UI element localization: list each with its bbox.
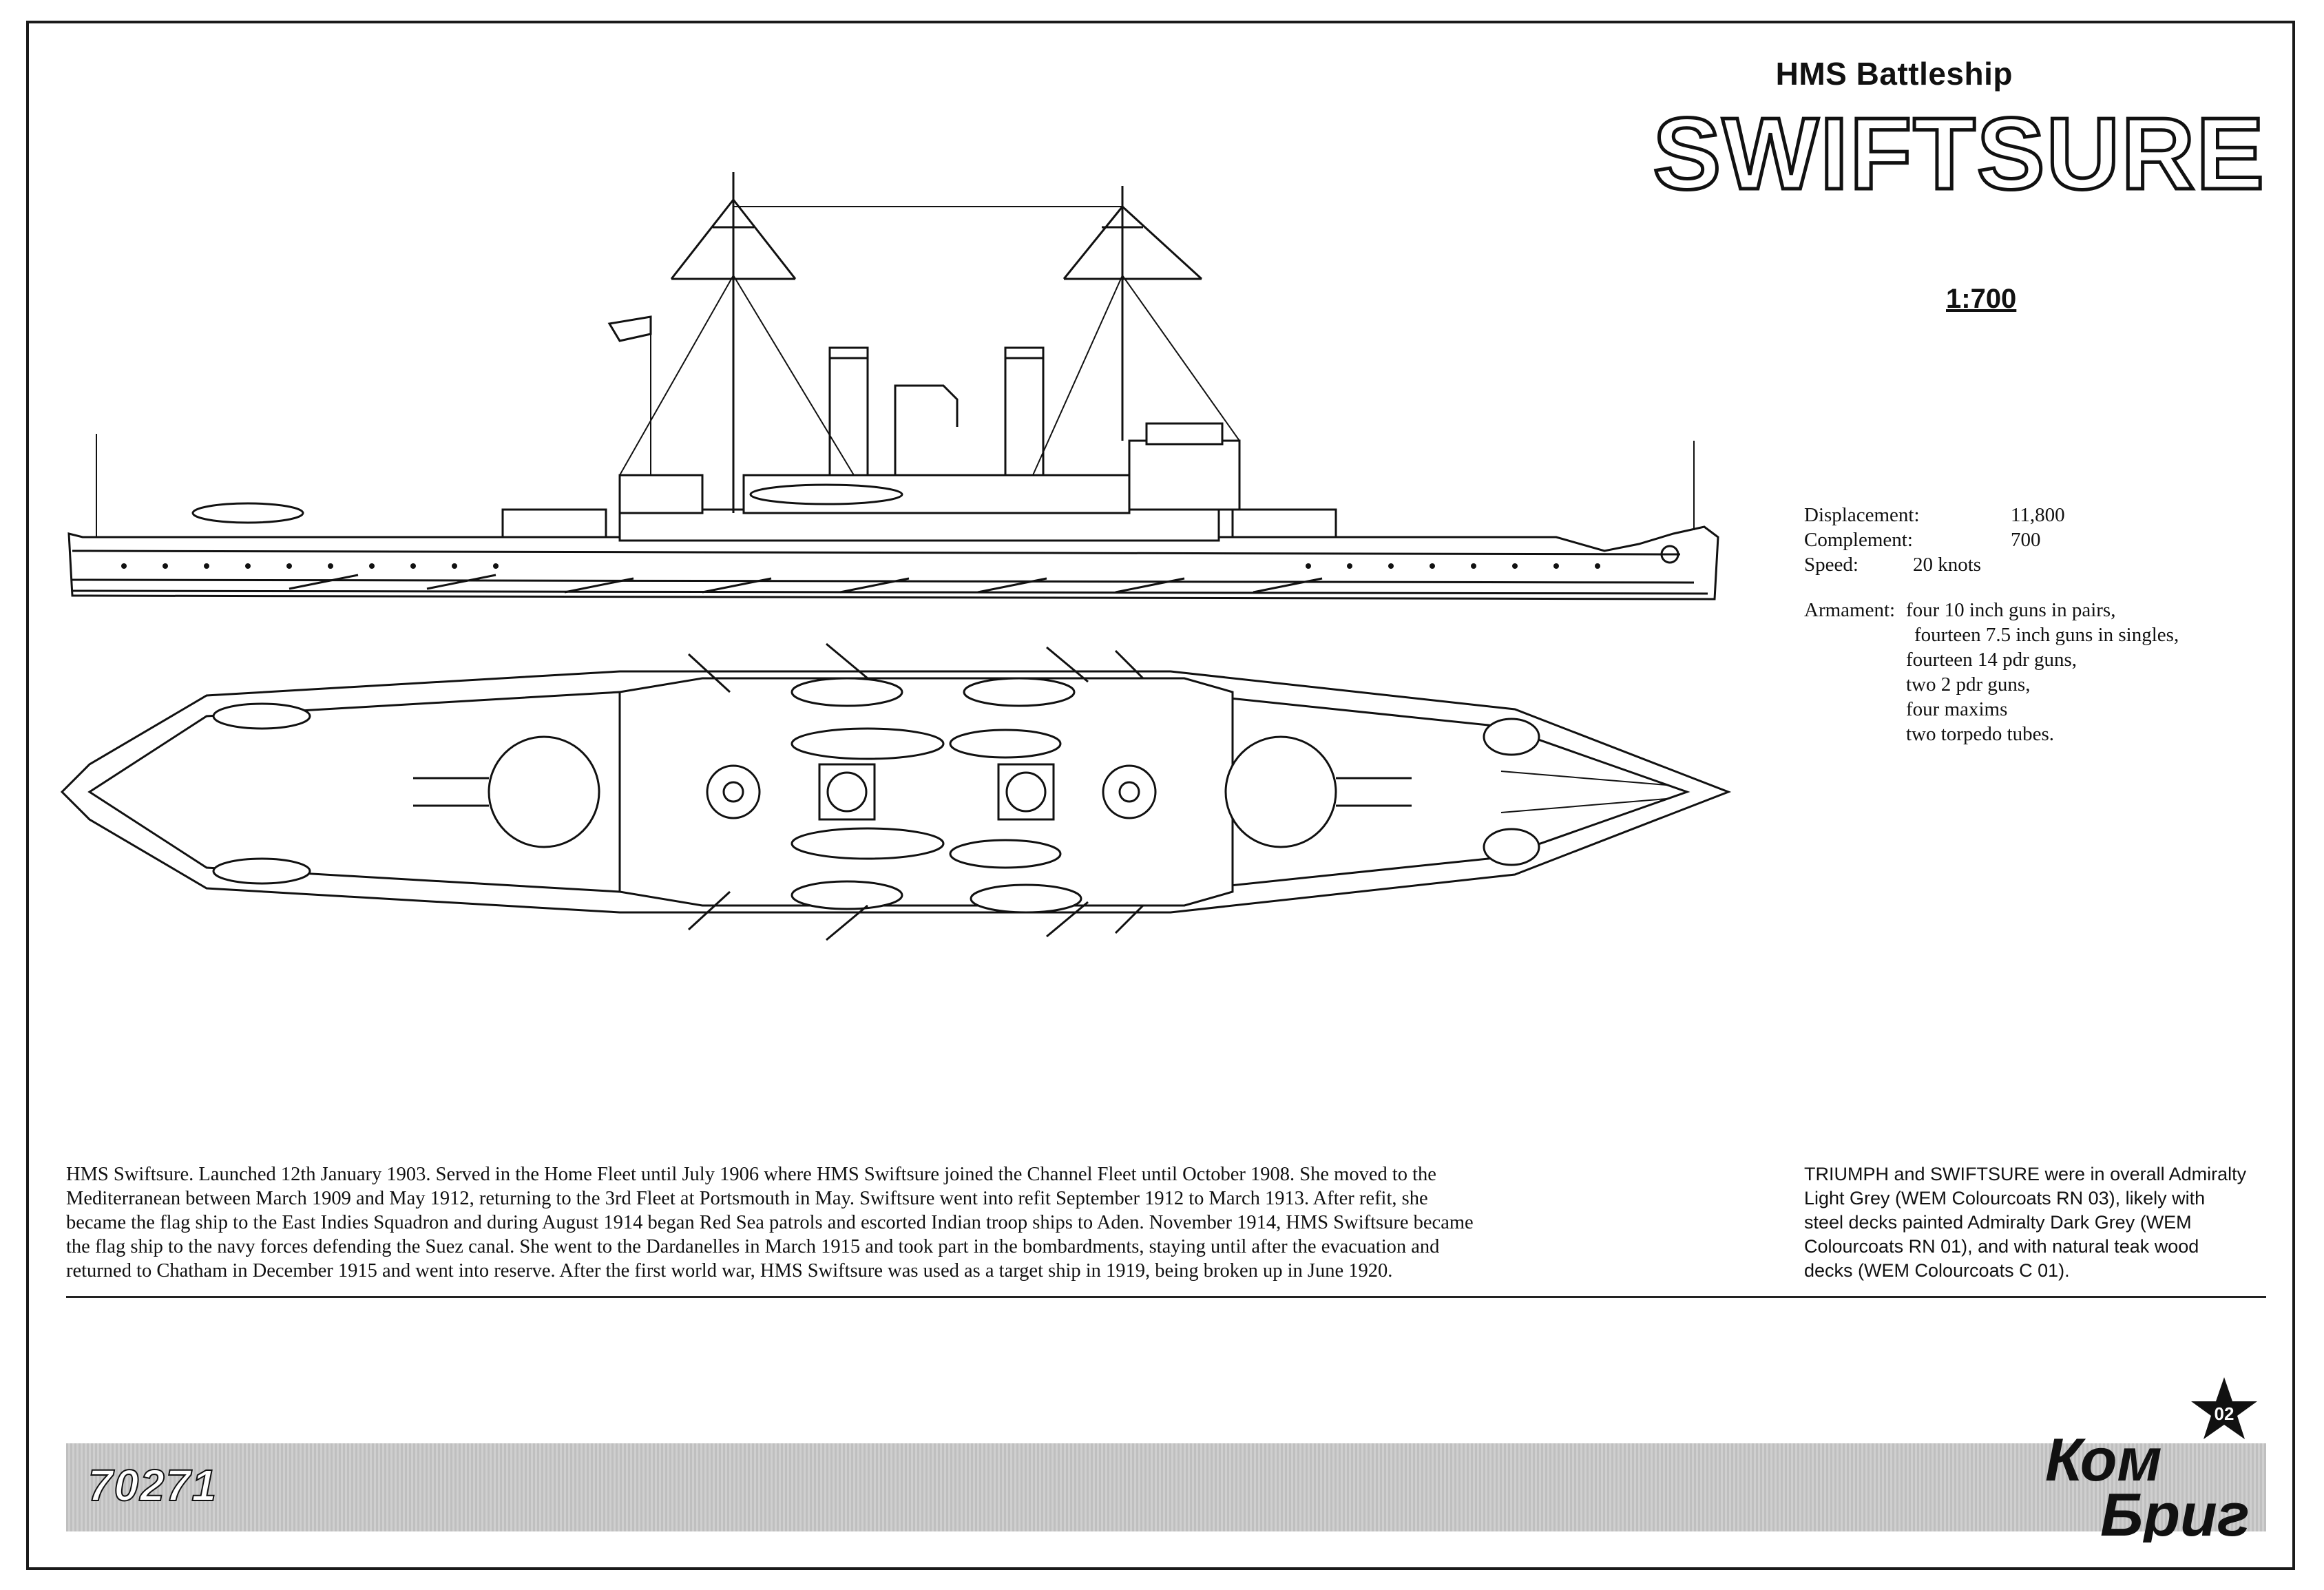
ship-drawings — [60, 172, 1732, 941]
ship-name-title: SWIFTSURE — [1651, 97, 2266, 211]
plan-view — [60, 642, 1732, 941]
kombrig-logo: 02 Ком Бриг — [2045, 1377, 2257, 1542]
divider-rule — [66, 1296, 2266, 1298]
aft-bridge — [618, 474, 704, 514]
spec-armament: Armament: four 10 inch guns in pairs, fo… — [1804, 598, 2179, 746]
armament-item: fourteen 14 pdr guns, — [1906, 649, 2077, 671]
aft-turret — [501, 508, 607, 538]
aft-funnel — [828, 346, 869, 477]
speed-value: 20 knots — [1913, 554, 1982, 576]
star-icon — [2191, 1377, 2257, 1439]
colour-line: decks (WEM Colourcoats C 01). — [1804, 1260, 2070, 1281]
bow-anchor — [1660, 545, 1679, 564]
armament-item: two torpedo tubes. — [1906, 723, 2055, 745]
colour-line: Light Grey (WEM Colourcoats RN 03), like… — [1804, 1188, 2206, 1209]
spec-complement: Complement: 700 — [1804, 527, 2179, 552]
armament-list: four 10 inch guns in pairs, fourteen 7.5… — [1906, 598, 2179, 746]
armament-item: fourteen 7.5 inch guns in singles, — [1914, 624, 2179, 646]
displacement-label: Displacement: — [1804, 504, 1920, 526]
spec-speed: Speed: 20 knots — [1804, 552, 2179, 577]
colour-line: Colourcoats RN 01), and with natural tea… — [1804, 1236, 2199, 1257]
main-mast-top — [706, 764, 761, 819]
aft-turret-plan — [488, 735, 600, 848]
ship-boats — [212, 677, 1540, 914]
complement-value: 700 — [2011, 529, 2041, 551]
footer-band — [66, 1443, 2266, 1531]
spec-displacement: Displacement: 11,800 — [1804, 503, 2179, 527]
colour-line: steel decks painted Admiralty Dark Grey … — [1804, 1212, 2192, 1233]
paint-scheme-notes: TRIUMPH and SWIFTSURE were in overall Ad… — [1804, 1162, 2259, 1283]
armament-item: four maxims — [1906, 698, 2008, 720]
service-history: HMS Swiftsure. Launched 12th January 190… — [66, 1162, 1760, 1283]
history-line: returned to Chatham in December 1915 and… — [66, 1260, 1393, 1282]
displacement-value: 11,800 — [2011, 504, 2065, 526]
colour-line: TRIUMPH and SWIFTSURE were in overall Ad… — [1804, 1164, 2247, 1184]
portholes — [121, 563, 1600, 569]
history-line: became the flag ship to the East Indies … — [66, 1212, 1474, 1233]
fore-funnel — [1004, 346, 1045, 477]
fore-mast-top — [1102, 764, 1157, 819]
speed-label: Speed: — [1804, 554, 1859, 576]
ship-class-subtitle: HMS Battleship — [1775, 56, 2013, 92]
history-line: the flag ship to the navy forces defendi… — [66, 1236, 1440, 1257]
kit-number: 70271 — [87, 1460, 218, 1511]
scale-label: 1:700 — [1946, 284, 2017, 314]
armament-item: two 2 pdr guns, — [1906, 673, 2031, 695]
complement-label: Complement: — [1804, 529, 1913, 551]
fore-bridge — [1128, 439, 1241, 511]
boat-crane — [894, 384, 959, 475]
specifications-block: Displacement: 11,800 Complement: 700 Spe… — [1804, 503, 2179, 746]
fore-turret — [1231, 508, 1337, 538]
logo-text-top: Ком — [2045, 1425, 2162, 1494]
fore-turret-plan — [1224, 735, 1337, 848]
armament-item: four 10 inch guns in pairs, — [1906, 599, 2116, 621]
armament-label: Armament: — [1804, 599, 1896, 621]
history-line: Mediterranean between March 1909 and May… — [66, 1188, 1428, 1209]
ensign-flag — [607, 315, 652, 342]
casemate-deck — [618, 508, 1220, 542]
side-profile-view — [67, 172, 1719, 600]
history-line: HMS Swiftsure. Launched 12th January 190… — [66, 1164, 1436, 1185]
logo-text-bottom: Бриг — [2100, 1481, 2250, 1542]
logo-star-text: 02 — [2215, 1403, 2234, 1424]
